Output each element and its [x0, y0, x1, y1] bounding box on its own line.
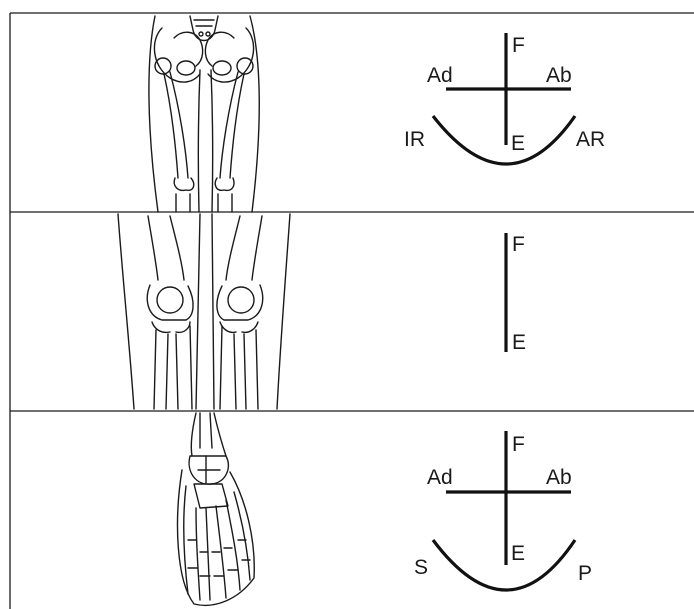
foot-illustration: [178, 413, 255, 605]
hip-label-extension: E: [511, 132, 525, 155]
hip-rotation-arc: [433, 116, 575, 164]
foot-label-abduction: Ab: [546, 466, 572, 489]
foot-motion-axes: F Ad Ab S E P: [414, 431, 592, 590]
hip-label-external-rotation: AR: [576, 128, 605, 151]
hip-label-flexion: F: [512, 34, 525, 57]
hip-label-abduction: Ab: [546, 64, 572, 87]
knee-label-extension: E: [512, 331, 526, 354]
foot-supination-pronation-arc: [433, 540, 575, 590]
panel-frame: [10, 13, 694, 609]
foot-label-adduction: Ad: [427, 466, 453, 489]
foot-label-pronation: P: [578, 562, 592, 585]
knee-illustration: [118, 214, 290, 409]
hip-label-internal-rotation: IR: [404, 128, 425, 151]
knee-motion-axis: F E: [506, 233, 526, 354]
foot-label-supination: S: [414, 556, 428, 579]
hip-label-adduction: Ad: [427, 64, 453, 87]
foot-label-extension: E: [511, 542, 525, 565]
knee-label-flexion: F: [512, 233, 525, 256]
hip-motion-axes: F Ad Ab IR E AR: [404, 33, 605, 164]
foot-label-flexion: F: [512, 433, 525, 456]
pelvis-femur-illustration: [149, 16, 259, 212]
